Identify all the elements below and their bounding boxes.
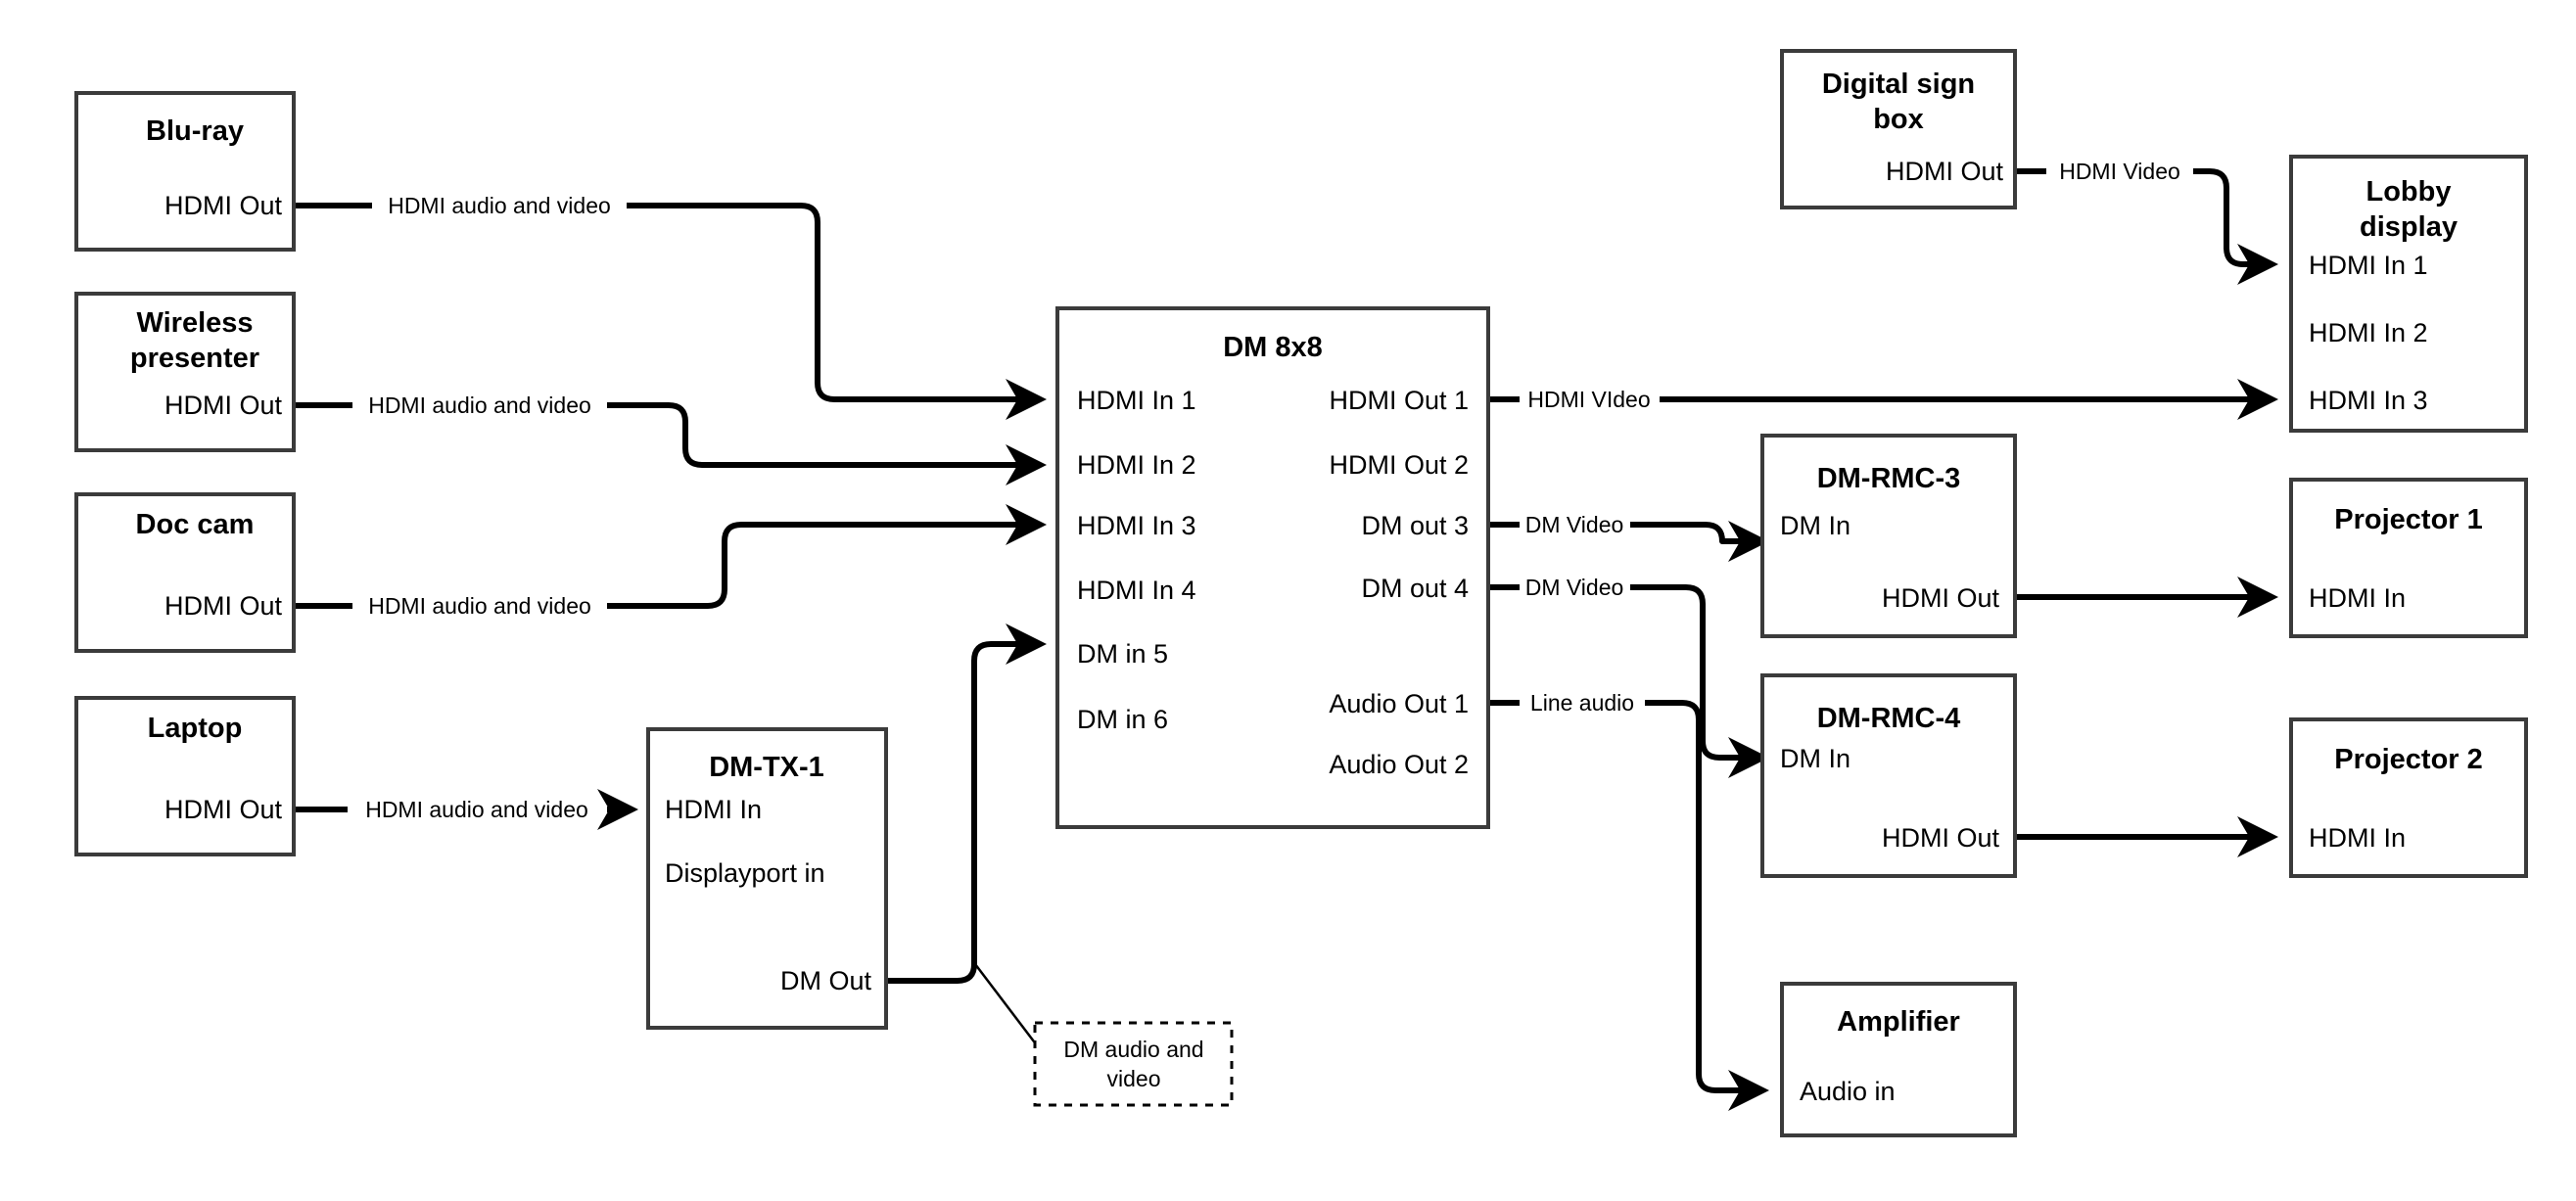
node-lobby-display-port-hdmi-in-1[interactable]: HDMI In 1	[2309, 251, 2428, 280]
node-dm-rmc-3[interactable]: DM-RMC-3 DM In HDMI Out	[1760, 434, 2017, 638]
node-dm-8x8-input-dm-in-6[interactable]: DM in 6	[1077, 705, 1168, 734]
node-projector-1[interactable]: Projector 1 HDMI In	[2289, 478, 2528, 638]
node-dm-8x8-input-hdmi-in-3[interactable]: HDMI In 3	[1077, 511, 1196, 540]
edge-label-wireless: HDMI audio and video	[368, 393, 591, 418]
node-dm-8x8-output-dm-out-3[interactable]: DM out 3	[1361, 511, 1469, 540]
node-digital-sign-box[interactable]: Digital sign box HDMI Out	[1780, 49, 2017, 209]
node-digital-sign-box-title-line1: Digital sign	[1822, 69, 1975, 100]
edge-label-hdmi-video-sign: HDMI Video	[2059, 159, 2180, 184]
node-dm-8x8-output-dm-out-4[interactable]: DM out 4	[1361, 574, 1469, 603]
callout-text-line1: DM audio and	[1063, 1037, 1203, 1062]
edge-label-hdmi-video-out1: HDMI VIdeo	[1527, 387, 1650, 412]
node-wireless-presenter-title-line2: presenter	[130, 343, 259, 374]
node-projector-1-title: Projector 1	[2334, 504, 2483, 535]
node-projector-2-title: Projector 2	[2334, 744, 2483, 775]
node-dm-8x8-input-dm-in-5[interactable]: DM in 5	[1077, 639, 1168, 669]
node-wireless-presenter-title-line1: Wireless	[136, 307, 253, 339]
node-dm-8x8-output-audio-out-1[interactable]: Audio Out 1	[1329, 689, 1469, 718]
node-projector-2[interactable]: Projector 2 HDMI In	[2289, 717, 2528, 878]
node-lobby-display-port-hdmi-in-3[interactable]: HDMI In 3	[2309, 386, 2428, 415]
node-dm-rmc-3-port-hdmi-out[interactable]: HDMI Out	[1882, 583, 2000, 613]
node-bluray-body[interactable]	[74, 91, 296, 252]
edge-label-bluray: HDMI audio and video	[388, 193, 611, 218]
node-digital-sign-box-body[interactable]	[1780, 49, 2017, 209]
node-laptop-body[interactable]	[74, 696, 296, 856]
node-laptop[interactable]: Laptop HDMI Out	[74, 696, 296, 856]
node-wireless-presenter-port-hdmi-out[interactable]: HDMI Out	[164, 391, 283, 420]
node-dm-rmc-3-body[interactable]	[1760, 434, 2017, 638]
edge-dmtx1-to-in5	[886, 624, 1047, 984]
node-dm-8x8[interactable]: DM 8x8 HDMI In 1 HDMI In 2 HDMI In 3 HDM…	[1055, 306, 1490, 829]
node-dm-rmc-4[interactable]: DM-RMC-4 DM In HDMI Out	[1760, 673, 2017, 878]
node-doc-cam-title: Doc cam	[136, 509, 255, 540]
node-dm-tx-1-title: DM-TX-1	[709, 752, 824, 783]
node-dm-8x8-output-hdmi-out-1[interactable]: HDMI Out 1	[1329, 386, 1469, 415]
node-dm-8x8-output-audio-out-2[interactable]: Audio Out 2	[1329, 750, 1469, 779]
node-lobby-display-port-hdmi-in-2[interactable]: HDMI In 2	[2309, 318, 2428, 347]
node-doc-cam-body[interactable]	[74, 492, 296, 653]
node-bluray[interactable]: Blu-ray HDMI Out	[74, 91, 296, 252]
node-doc-cam-port-hdmi-out[interactable]: HDMI Out	[164, 591, 283, 621]
node-dm-rmc-4-body[interactable]	[1760, 673, 2017, 878]
edge-layer	[294, 168, 2272, 1090]
node-lobby-display-title-line1: Lobby	[2366, 176, 2452, 208]
node-digital-sign-box-title-line2: box	[1873, 104, 1924, 135]
node-lobby-display[interactable]: Lobby display HDMI In 1 HDMI In 2 HDMI I…	[2289, 155, 2528, 433]
edge-dmout3-to-rmc3	[1488, 525, 1762, 541]
callout-text-line2: video	[1107, 1066, 1161, 1091]
node-laptop-title: Laptop	[148, 713, 243, 744]
edge-label-dm-video-out3: DM Video	[1525, 512, 1624, 537]
node-bluray-port-hdmi-out[interactable]: HDMI Out	[164, 191, 283, 220]
node-dm-8x8-body[interactable]	[1055, 306, 1490, 829]
edge-audioout1-to-amp	[1488, 700, 1762, 1090]
node-lobby-display-title-line2: display	[2360, 211, 2458, 243]
node-dm-tx-1-body[interactable]	[646, 727, 888, 1030]
node-dm-rmc-3-port-dm-in[interactable]: DM In	[1780, 511, 1850, 540]
node-dm-rmc-3-title: DM-RMC-3	[1817, 463, 1961, 494]
node-dm-rmc-4-title: DM-RMC-4	[1817, 703, 1961, 734]
edge-label-layer: HDMI audio and video HDMI audio and vide…	[365, 159, 2180, 822]
node-dm-tx-1-port-hdmi-in[interactable]: HDMI In	[665, 795, 762, 824]
node-projector-1-body[interactable]	[2289, 478, 2528, 638]
edge-label-line-audio: Line audio	[1530, 690, 1634, 716]
node-dm-8x8-input-hdmi-in-4[interactable]: HDMI In 4	[1077, 576, 1196, 605]
node-amplifier[interactable]: Amplifier Audio in	[1780, 982, 2017, 1137]
node-dm-rmc-4-port-hdmi-out[interactable]: HDMI Out	[1882, 823, 2000, 853]
edge-label-doccam: HDMI audio and video	[368, 593, 591, 619]
node-projector-2-body[interactable]	[2289, 717, 2528, 878]
edge-label-laptop: HDMI audio and video	[365, 797, 588, 822]
node-dm-tx-1[interactable]: DM-TX-1 HDMI In Displayport in DM Out	[646, 727, 888, 1030]
node-projector-2-port-hdmi-in[interactable]: HDMI In	[2309, 823, 2406, 853]
node-dm-tx-1-port-dm-out[interactable]: DM Out	[780, 966, 872, 995]
node-laptop-port-hdmi-out[interactable]: HDMI Out	[164, 795, 283, 824]
node-wireless-presenter[interactable]: Wireless presenter HDMI Out	[74, 292, 296, 452]
node-projector-1-port-hdmi-in[interactable]: HDMI In	[2309, 583, 2406, 613]
edge-doccam-to-in3	[294, 525, 1040, 609]
edge-wireless-to-in2	[294, 402, 1040, 465]
node-dm-8x8-input-hdmi-in-1[interactable]: HDMI In 1	[1077, 386, 1196, 415]
edge-label-dm-video-out4: DM Video	[1525, 575, 1624, 600]
node-amplifier-title: Amplifier	[1837, 1006, 1960, 1038]
edge-bluray-to-in1	[294, 203, 1040, 399]
node-dm-8x8-output-hdmi-out-2[interactable]: HDMI Out 2	[1329, 450, 1469, 480]
node-bluray-title: Blu-ray	[146, 115, 244, 147]
edge-dmout4-to-rmc4	[1488, 584, 1762, 758]
node-doc-cam[interactable]: Doc cam HDMI Out	[74, 492, 296, 653]
edge-sign-to-lobby1	[2015, 168, 2272, 264]
node-dm-8x8-input-hdmi-in-2[interactable]: HDMI In 2	[1077, 450, 1196, 480]
node-lobby-display-body[interactable]	[2289, 155, 2528, 433]
node-digital-sign-box-port-hdmi-out[interactable]: HDMI Out	[1886, 157, 2004, 186]
node-wireless-presenter-body[interactable]	[74, 292, 296, 452]
callout-leader-line	[974, 963, 1041, 1050]
callout-dm-audio-and-video: DM audio and video	[1033, 1021, 1234, 1107]
node-amplifier-port-audio-in[interactable]: Audio in	[1800, 1077, 1896, 1106]
node-dm-8x8-title: DM 8x8	[1223, 332, 1323, 363]
node-dm-rmc-4-port-dm-in[interactable]: DM In	[1780, 744, 1850, 773]
callout-box	[1033, 1021, 1234, 1107]
node-amplifier-body[interactable]	[1780, 982, 2017, 1137]
node-dm-tx-1-port-displayport-in[interactable]: Displayport in	[665, 858, 825, 888]
